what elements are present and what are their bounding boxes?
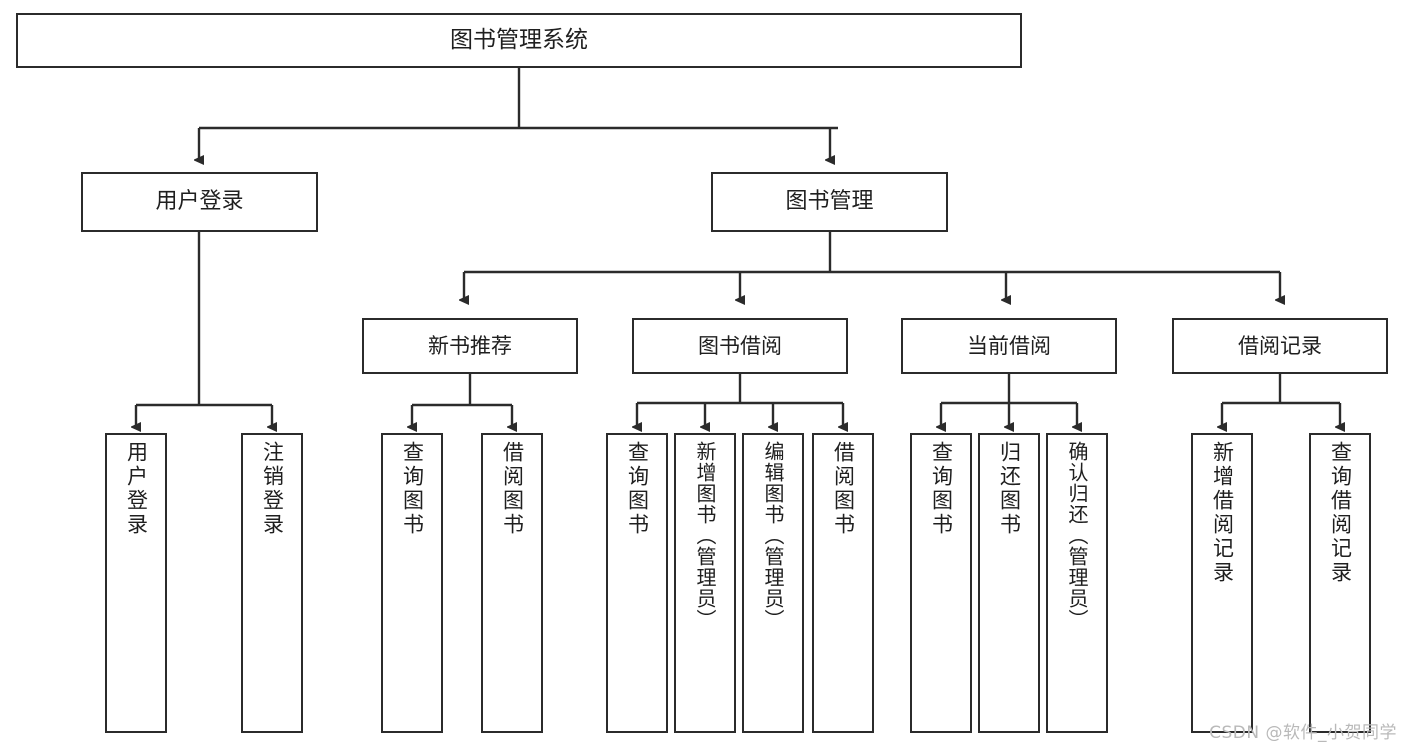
leaf-query-book-2-label: 查询图书 bbox=[625, 441, 650, 537]
node-book-manage[interactable]: 图书管理 bbox=[711, 172, 948, 232]
leaf-logout[interactable]: 注销登录 bbox=[241, 433, 303, 733]
leaf-borrow-book-2[interactable]: 借阅图书 bbox=[812, 433, 874, 733]
leaf-confirm-return[interactable]: 确认归还（管理员） bbox=[1046, 433, 1108, 733]
node-current-borrow-label: 当前借阅 bbox=[967, 333, 1051, 358]
leaf-add-record-label: 新增借阅记录 bbox=[1210, 441, 1235, 585]
leaf-add-record[interactable]: 新增借阅记录 bbox=[1191, 433, 1253, 733]
leaf-borrow-book-1[interactable]: 借阅图书 bbox=[481, 433, 543, 733]
leaf-borrow-book-2-label: 借阅图书 bbox=[831, 441, 856, 537]
leaf-query-book-2[interactable]: 查询图书 bbox=[606, 433, 668, 733]
leaf-user-login[interactable]: 用户登录 bbox=[105, 433, 167, 733]
node-book-borrow-label: 图书借阅 bbox=[698, 333, 782, 358]
leaf-return-book-label: 归还图书 bbox=[997, 441, 1022, 537]
leaf-confirm-return-label: 确认归还（管理员） bbox=[1065, 441, 1089, 630]
leaf-query-record-label: 查询借阅记录 bbox=[1328, 441, 1353, 585]
leaf-return-book[interactable]: 归还图书 bbox=[978, 433, 1040, 733]
leaf-add-book-label: 新增图书（管理员） bbox=[693, 441, 717, 630]
node-book-manage-label: 图书管理 bbox=[785, 189, 874, 215]
node-book-borrow[interactable]: 图书借阅 bbox=[632, 318, 848, 374]
leaf-borrow-book-1-label: 借阅图书 bbox=[500, 441, 525, 537]
node-current-borrow[interactable]: 当前借阅 bbox=[901, 318, 1117, 374]
leaf-query-record[interactable]: 查询借阅记录 bbox=[1309, 433, 1371, 733]
node-user-login[interactable]: 用户登录 bbox=[81, 172, 318, 232]
leaf-query-book-3[interactable]: 查询图书 bbox=[910, 433, 972, 733]
leaf-query-book-1-label: 查询图书 bbox=[400, 441, 425, 537]
leaf-edit-book[interactable]: 编辑图书（管理员） bbox=[742, 433, 804, 733]
leaf-user-login-label: 用户登录 bbox=[124, 441, 149, 537]
node-user-login-label: 用户登录 bbox=[155, 189, 244, 215]
leaf-query-book-1[interactable]: 查询图书 bbox=[381, 433, 443, 733]
node-new-book-rec[interactable]: 新书推荐 bbox=[362, 318, 578, 374]
leaf-add-book[interactable]: 新增图书（管理员） bbox=[674, 433, 736, 733]
leaf-logout-label: 注销登录 bbox=[260, 441, 285, 537]
leaf-edit-book-label: 编辑图书（管理员） bbox=[761, 441, 785, 630]
node-borrow-record[interactable]: 借阅记录 bbox=[1172, 318, 1388, 374]
node-root-label: 图书管理系统 bbox=[450, 26, 588, 53]
leaf-query-book-3-label: 查询图书 bbox=[929, 441, 954, 537]
node-new-book-rec-label: 新书推荐 bbox=[428, 333, 512, 358]
node-borrow-record-label: 借阅记录 bbox=[1238, 333, 1322, 358]
watermark: CSDN @软件_小贺同学 bbox=[1209, 723, 1397, 743]
node-root[interactable]: 图书管理系统 bbox=[16, 13, 1022, 68]
